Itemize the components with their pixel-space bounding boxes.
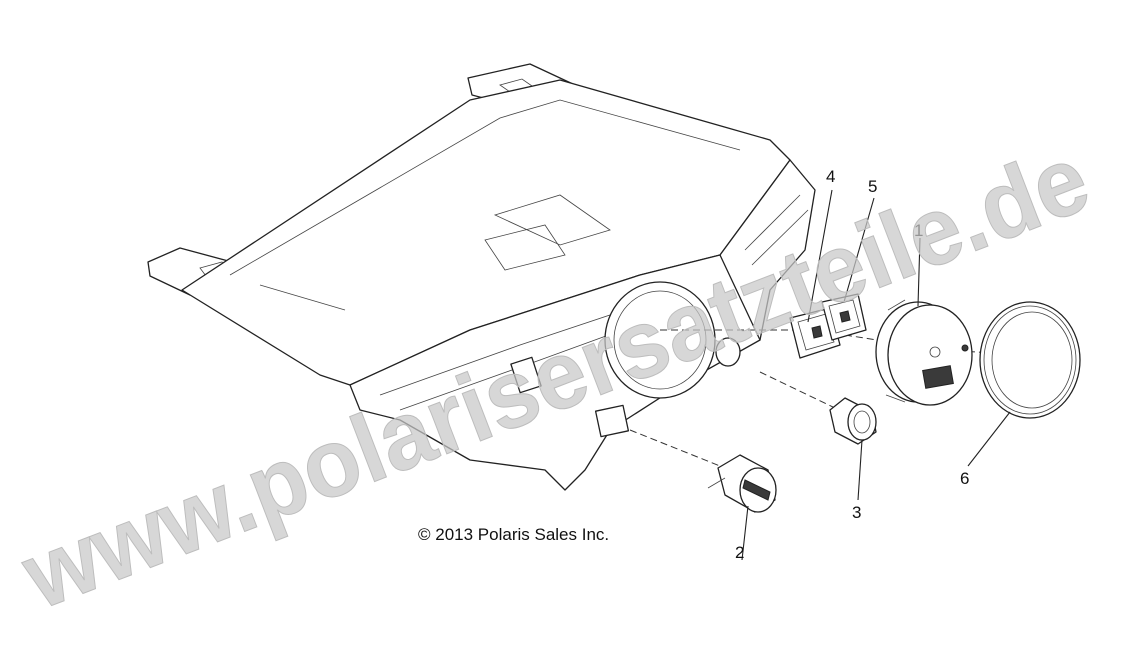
- callout-4: 4: [826, 167, 835, 186]
- ignition-switch-2: [707, 454, 777, 513]
- copyright-text: © 2013 Polaris Sales Inc.: [418, 525, 609, 544]
- callout-1: 1: [914, 221, 923, 240]
- bezel-ring-6: [979, 301, 1081, 419]
- power-outlet-3: [829, 397, 877, 445]
- callout-numbers: 1 2 3 4 5 6: [735, 167, 969, 562]
- callout-5: 5: [868, 177, 877, 196]
- dashboard-assembly: [147, 63, 816, 491]
- callout-6: 6: [960, 469, 969, 488]
- leader-lines: [741, 189, 1011, 561]
- speedometer-gauge-1: [875, 299, 973, 406]
- callout-3: 3: [852, 503, 861, 522]
- callout-2: 2: [735, 543, 744, 562]
